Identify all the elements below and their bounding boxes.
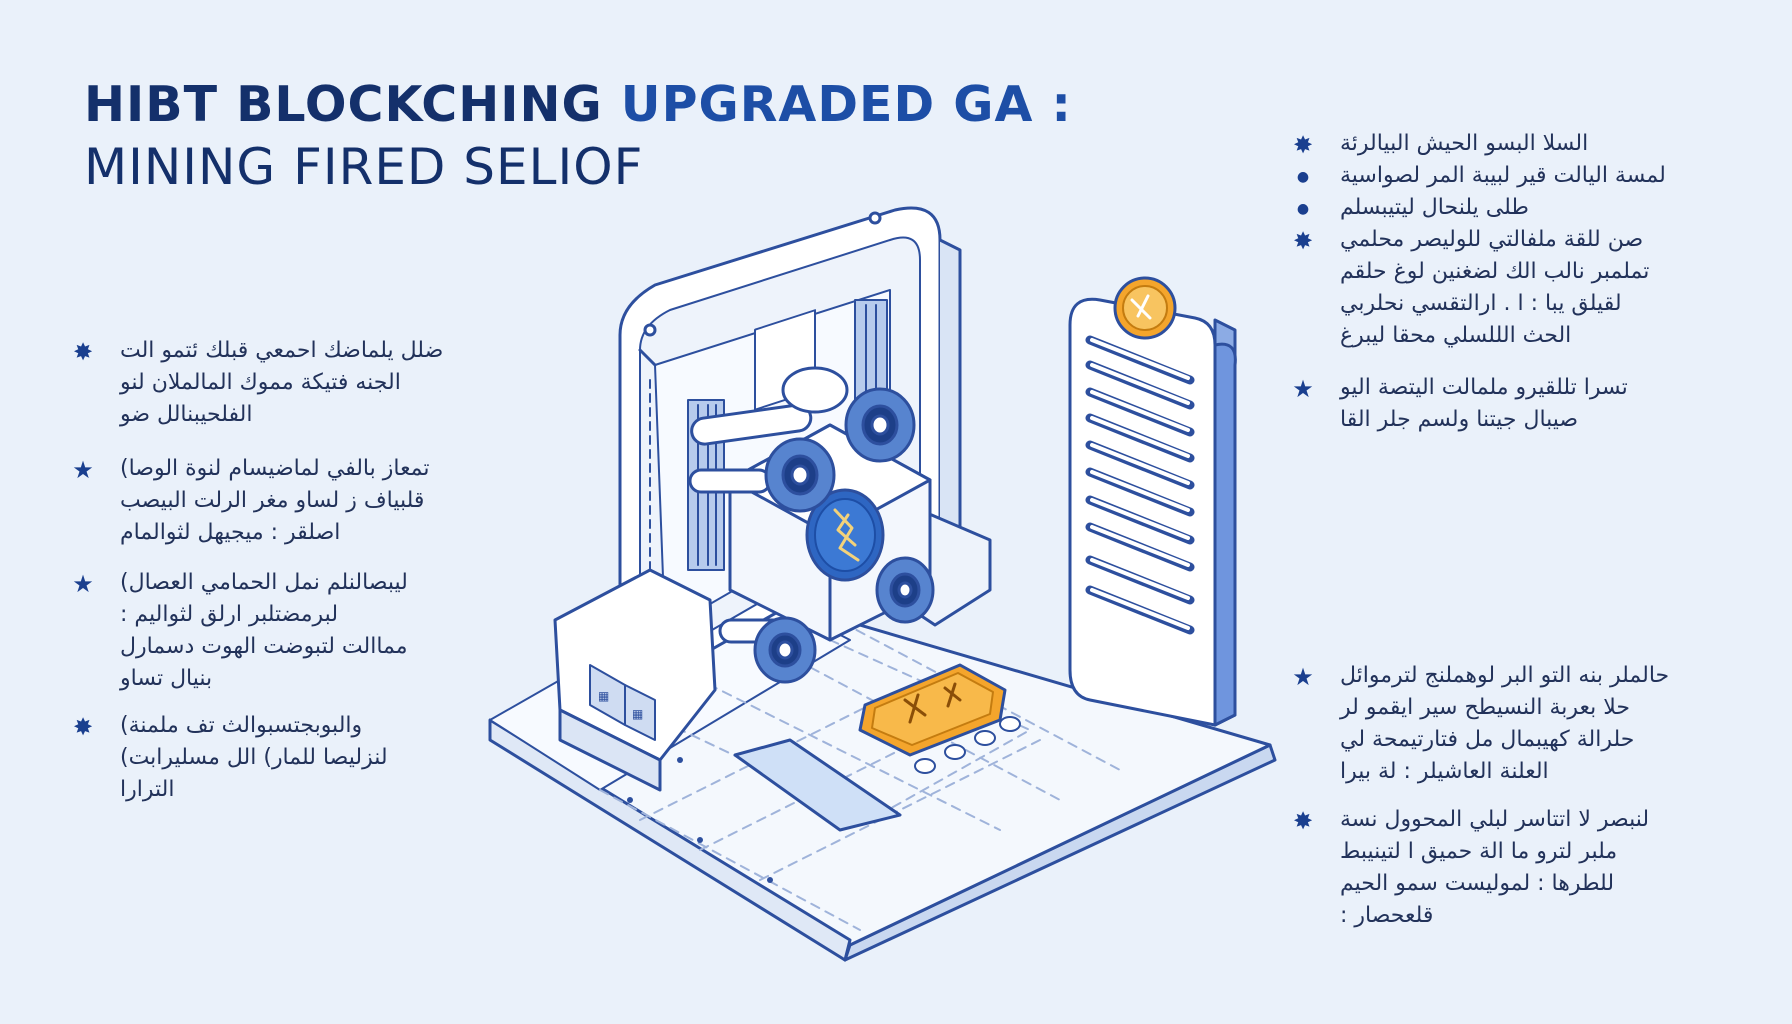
right-item-6-line-2: حلا بعربة النسيطح سير ايقمو لر bbox=[1340, 695, 1630, 720]
left-item-3-line-3: مماالت لتبوضت الهوت دسمارل bbox=[120, 634, 408, 659]
right-item-4-line-4: الحث الللسلي محقا ليبرغ bbox=[1340, 323, 1572, 348]
panel-glyph-icon: ▦ bbox=[598, 689, 609, 703]
page-title: HIBT BLOCKCHING UPGRADED GA : MINING FIR… bbox=[84, 74, 1072, 198]
right-item-1-line-1: السلا البسو الحيش البيالرئة bbox=[1340, 131, 1589, 156]
gold-chip bbox=[858, 663, 1021, 774]
document-tablet bbox=[1068, 297, 1237, 727]
right-item-5-line-1: تسرا تللقيرو ملمالت اليتصة اليو bbox=[1340, 375, 1628, 400]
right-item-7: ✸ لنبصر لا اتتاسر لبلي المحوول نسة ملبر … bbox=[1290, 804, 1760, 932]
dot-icon: ● bbox=[1296, 201, 1310, 217]
left-item-2: ★ تمعاز بالفي لماضيسام لنوة الوصا) قلبيا… bbox=[70, 453, 510, 549]
right-item-3: ● طلى يلنحال ليتيبسلم bbox=[1290, 192, 1760, 224]
star-badge-icon: ✸ bbox=[72, 713, 94, 741]
left-item-2-line-1: تمعاز بالفي لماضيسام لنوة الوصا) bbox=[120, 456, 430, 481]
blue-slab bbox=[733, 738, 902, 832]
right-item-7-line-2: ملبر لترو ما الة حميق ا لتينيبط bbox=[1340, 839, 1618, 864]
left-item-4-line-2: لنزليصا للمار) الل مسليرابت) bbox=[120, 745, 388, 770]
right-item-1: ✸ السلا البسو الحيش البيالرئة bbox=[1290, 128, 1760, 160]
star-icon: ★ bbox=[72, 570, 94, 598]
title-line-1: HIBT BLOCKCHING bbox=[84, 76, 603, 133]
right-item-5-line-2: صيبال جيتنا ولسم جلر القا bbox=[1340, 407, 1579, 432]
title-line-1-highlight: UPGRADED GA : bbox=[620, 76, 1073, 133]
right-item-2-line-1: لمسة اليالت قير لبيبة المر لصواسية bbox=[1340, 163, 1666, 188]
left-item-4-line-1: والبوبجتسبوالث تف ملمنة) bbox=[120, 713, 363, 738]
left-item-4: ✸ والبوبجتسبوالث تف ملمنة) لنزليصا للمار… bbox=[70, 710, 510, 806]
right-item-4-line-1: صن للقة ملفالتي للوليصر محلمي bbox=[1340, 227, 1644, 252]
right-item-6: ★ حالملر بنه التو البر لوهملنج لترموائل … bbox=[1290, 660, 1760, 788]
left-item-3-line-4: بنيال تساو bbox=[120, 666, 213, 691]
title-line-2: MINING FIRED SELIOF bbox=[84, 138, 644, 196]
star-icon: ★ bbox=[72, 456, 94, 484]
left-item-1-line-3: الفلحيبنالل ضو bbox=[120, 402, 253, 427]
left-item-3-line-1: ليبصالنلم نمل الحمامي العصال) bbox=[120, 570, 408, 595]
left-item-2-line-3: اصلقر : ميجيهل لثوالمام bbox=[120, 520, 341, 545]
right-item-7-line-3: للطرها : لموليست سمو الحيم bbox=[1340, 871, 1615, 896]
star-badge-icon: ✸ bbox=[1292, 227, 1314, 255]
platform-dots bbox=[627, 757, 773, 883]
mining-machine-illustration: ▦ ▦ bbox=[488, 206, 1277, 962]
right-item-4-line-2: تملمبر نالب الك لضغنين لوغ حلقم bbox=[1340, 259, 1650, 284]
right-item-6-line-3: حلرالة كهيبمال مل فتارتيمحة لي bbox=[1340, 727, 1635, 752]
star-badge-icon: ✸ bbox=[1292, 131, 1314, 159]
panel-glyph-icon: ▦ bbox=[632, 707, 643, 721]
star-badge-icon: ✸ bbox=[1292, 807, 1314, 835]
left-item-1: ✸ ضلل يلماضك احمعي قبلك ئتمو الت الجنه ف… bbox=[70, 335, 510, 431]
right-item-6-line-1: حالملر بنه التو البر لوهملنج لترموائل bbox=[1340, 663, 1670, 688]
right-item-4: ✸ صن للقة ملفالتي للوليصر محلمي تملمبر ن… bbox=[1290, 224, 1760, 352]
roller-wheels bbox=[753, 366, 935, 684]
right-item-4-line-3: لقيلق يبا : ا . ارالتقسي نحلربي bbox=[1340, 291, 1622, 316]
left-item-2-line-2: قلبياف ز لساو مغر الرلت البيصب bbox=[120, 488, 425, 513]
left-item-3: ★ ليبصالنلم نمل الحمامي العصال) لبرمضتلب… bbox=[70, 567, 510, 695]
left-item-4-line-3: الترارا bbox=[120, 777, 175, 802]
star-badge-icon: ✸ bbox=[72, 338, 94, 366]
right-item-3-line-1: طلى يلنحال ليتيبسلم bbox=[1340, 195, 1529, 220]
right-item-2: ● لمسة اليالت قير لبيبة المر لصواسية bbox=[1290, 160, 1760, 192]
right-item-7-line-1: لنبصر لا اتتاسر لبلي المحوول نسة bbox=[1340, 807, 1650, 832]
left-item-1-line-2: الجنه فتيكة مموك المالملان لنو bbox=[120, 370, 401, 395]
star-icon: ★ bbox=[1292, 375, 1314, 403]
left-housing bbox=[553, 568, 717, 792]
right-item-5: ★ تسرا تللقيرو ملمالت اليتصة اليو صيبال … bbox=[1290, 372, 1760, 436]
dot-icon: ● bbox=[1296, 169, 1310, 185]
left-item-3-line-2: لبرمضتلبر ارلق لثواليم : bbox=[120, 602, 339, 627]
right-item-6-line-4: العلنة العاشيلر : لة بيرا bbox=[1340, 759, 1549, 784]
star-icon: ★ bbox=[1292, 663, 1314, 691]
gold-coin-badge-icon bbox=[1113, 276, 1177, 340]
right-item-7-line-4: قلعحصار : bbox=[1340, 903, 1434, 928]
left-item-1-line-1: ضلل يلماضك احمعي قبلك ئتمو الت bbox=[120, 338, 444, 363]
